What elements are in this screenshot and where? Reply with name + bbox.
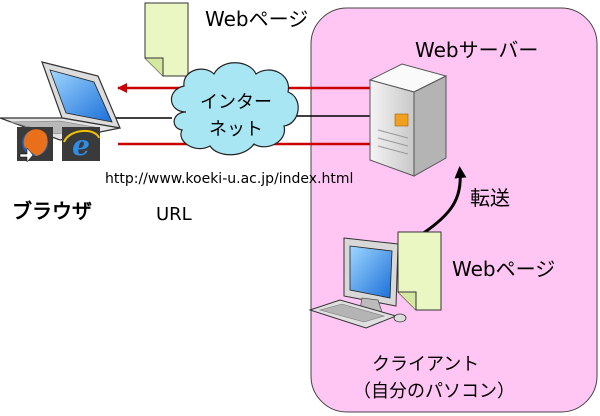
webpage-top-label: Webページ xyxy=(205,7,308,31)
ie-label-line1: Internet xyxy=(67,169,95,177)
firefox-label-line1: Mozilla xyxy=(23,169,47,177)
url-label: URL xyxy=(156,204,192,225)
client-label-line1: クライアント xyxy=(372,354,479,375)
server-tower-icon xyxy=(368,63,448,177)
internet-explorer-icon: e xyxy=(62,127,100,162)
laptop-icon xyxy=(0,61,121,141)
url-address-text: http://www.koeki-u.ac.jp/index.html xyxy=(105,171,353,187)
transfer-arrow xyxy=(421,166,467,236)
webpage-right-label: Webページ xyxy=(452,257,555,281)
server-client-region xyxy=(310,7,598,413)
internet-label-line2: ネット xyxy=(209,119,263,140)
webpage-document-icon xyxy=(144,2,189,77)
firefox-icon xyxy=(17,127,53,163)
web-server-label: Webサーバー xyxy=(415,38,538,62)
internet-label-line1: インター xyxy=(200,92,272,113)
client-computer-icon xyxy=(308,237,407,329)
firefox-label-line2: Firefox xyxy=(23,178,46,186)
browser-label: ブラウザ xyxy=(12,199,92,223)
transfer-label: 転送 xyxy=(470,186,510,210)
ie-label-line2: Explorer xyxy=(66,178,95,186)
webpage-right-document-icon xyxy=(397,231,442,311)
svg-text:e: e xyxy=(72,129,90,162)
internet-cloud xyxy=(170,62,299,156)
client-label-line2: （自分のパソコン） xyxy=(353,381,515,402)
